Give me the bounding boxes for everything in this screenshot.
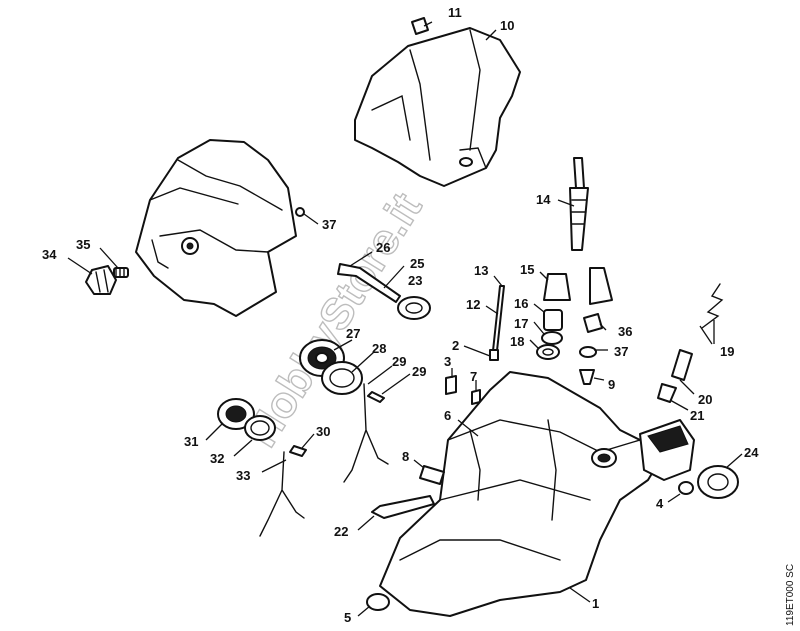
label-12: 12 [466, 297, 480, 312]
label-34: 35 [76, 237, 90, 252]
part-12-pin [491, 285, 505, 361]
part-number-labels: 11 10 14 37 34 35 26 25 23 13 15 12 16 1… [42, 5, 759, 625]
label-10: 10 [500, 18, 514, 33]
part-29-screw-upper [367, 391, 385, 403]
leader-lines [67, 21, 743, 617]
label-8: 8 [402, 449, 409, 464]
label-7: 7 [470, 369, 477, 384]
label-37: 37 [614, 344, 628, 359]
part-23-cap-right [697, 465, 739, 499]
label-11: 11 [448, 5, 462, 20]
part-34-spring [113, 267, 129, 278]
label-14: 14 [536, 192, 551, 207]
label-26: 27 [346, 326, 360, 341]
label-24: 25 [410, 256, 424, 271]
label-23-right: 24 [744, 445, 759, 460]
label-21: 21 [690, 408, 704, 423]
part-19-spring [701, 283, 724, 329]
label-32: 33 [236, 468, 250, 483]
label-16: 16 [514, 296, 528, 311]
label-1: 1 [592, 596, 599, 611]
label-28: 29 [392, 354, 406, 369]
part-37-seal [579, 346, 597, 358]
part-36-nut [583, 313, 603, 333]
label-33: 34 [42, 247, 57, 262]
label-5: 5 [344, 610, 351, 625]
part-16-sleeve [543, 309, 563, 331]
label-4: 4 [656, 496, 664, 511]
part-14-rod [569, 157, 589, 251]
part-21-sleeve [657, 383, 677, 403]
label-18: 18 [510, 334, 524, 349]
label-3: 3 [444, 354, 451, 369]
part-9-screw [579, 369, 595, 385]
part-15-filter [543, 273, 571, 301]
label-22: 22 [334, 524, 348, 539]
part-22-pin [371, 495, 435, 519]
part-cylinder-shroud [639, 419, 695, 481]
part-31-ring [244, 415, 276, 441]
part-27-spring-housing [321, 361, 363, 395]
part-24-washer [397, 296, 431, 320]
label-23-upper: 23 [408, 273, 422, 288]
label-31: 32 [210, 451, 224, 466]
label-20: 20 [698, 392, 712, 407]
part-3-plug [445, 375, 457, 395]
part-32-cable [259, 451, 305, 537]
part-20-connector [671, 349, 693, 381]
label-2: 2 [452, 338, 459, 353]
part-18-washer [536, 344, 560, 360]
label-9: 9 [608, 377, 615, 392]
label-30: 31 [184, 434, 198, 449]
label-15: 15 [520, 262, 534, 277]
part-12-pin-tip [489, 349, 499, 361]
label-6: 6 [444, 408, 451, 423]
label-29-upper: 29 [412, 364, 426, 379]
part-33-knob [85, 265, 117, 295]
part-11-plug [411, 17, 429, 35]
part-10-top-shroud [354, 27, 521, 187]
part-30-pulley [217, 398, 255, 430]
label-36: 36 [618, 324, 632, 339]
part-35-grommet [295, 207, 305, 217]
drawing-code: 119ET000 SC [785, 564, 796, 626]
part-oil-bottle [589, 267, 613, 305]
label-27: 28 [372, 341, 386, 356]
label-25: 26 [376, 240, 390, 255]
part-5-grommet [366, 593, 390, 611]
part-4-grommet [678, 481, 694, 495]
label-17: 17 [514, 316, 528, 331]
part-1-housing [379, 371, 661, 617]
label-29-lower: 30 [316, 424, 330, 439]
part-left-cover [135, 139, 297, 317]
part-17-cap [541, 331, 563, 345]
part-29-screw-lower [289, 445, 307, 457]
part-28-cable [343, 383, 389, 483]
label-13: 13 [474, 263, 488, 278]
label-19: 19 [720, 344, 734, 359]
part-8-pad [419, 465, 445, 485]
label-35: 37 [322, 217, 336, 232]
part-25-bolt [337, 263, 401, 303]
